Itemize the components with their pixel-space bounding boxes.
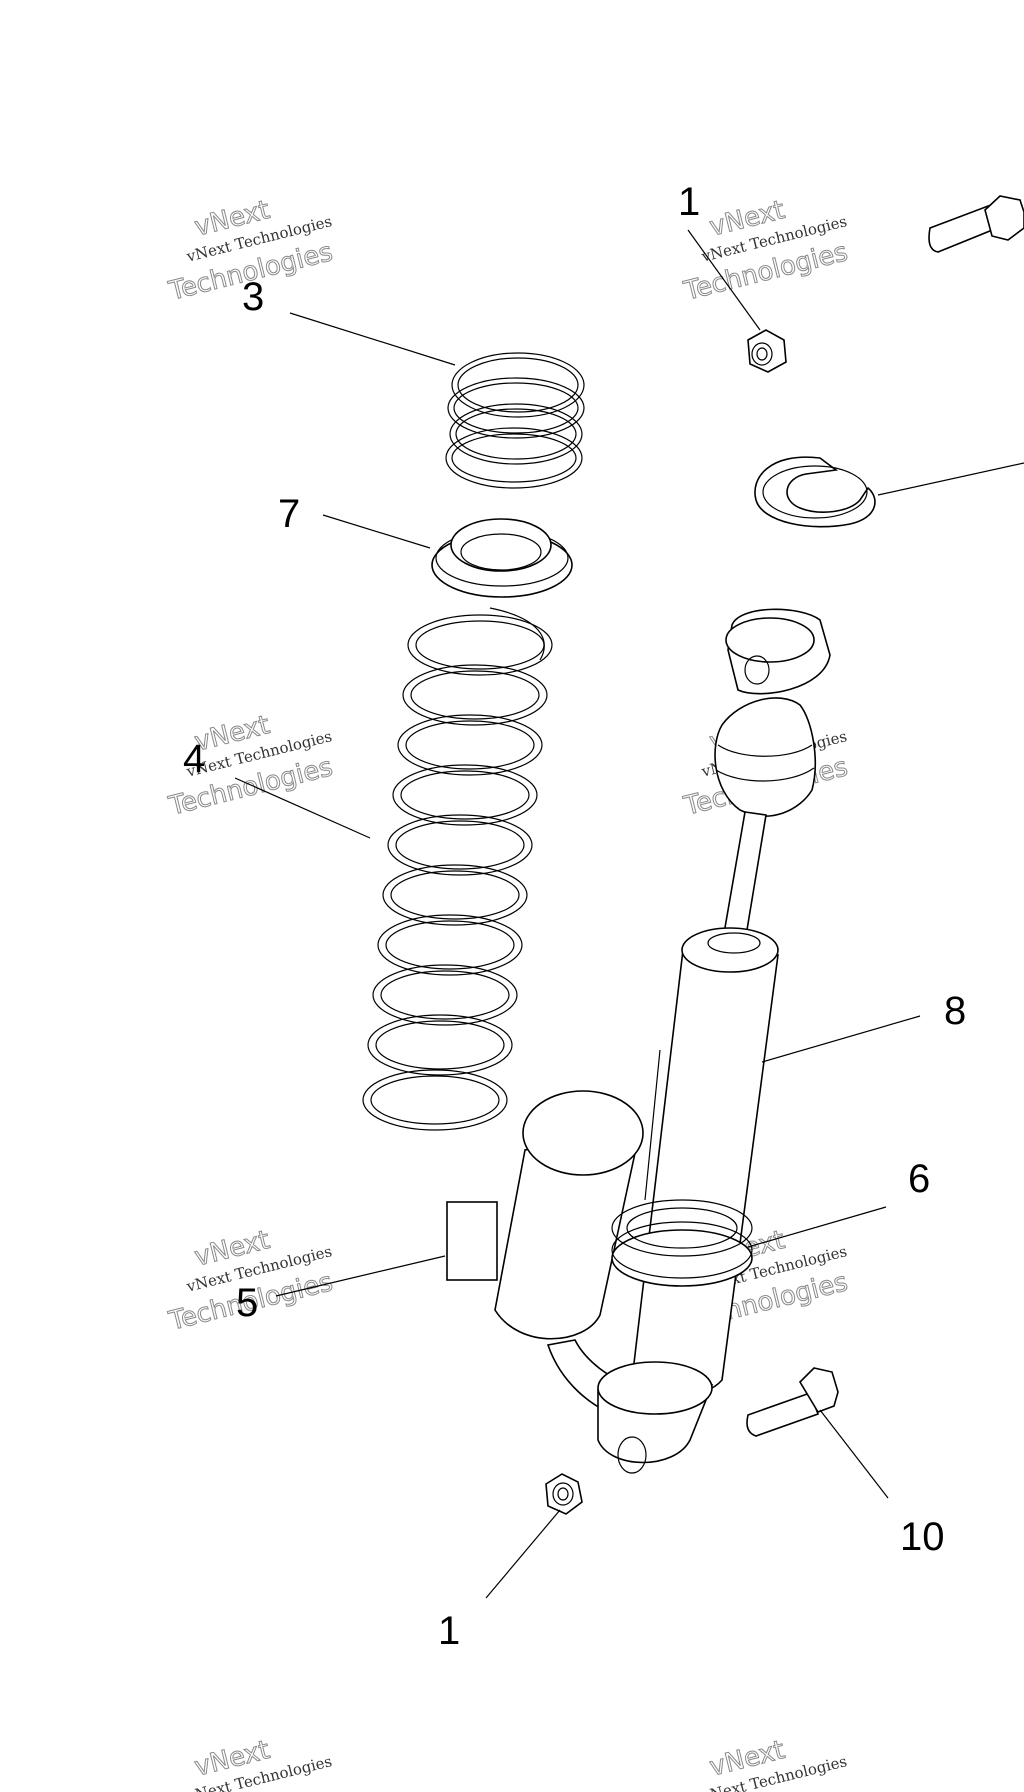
top-nut-part [747, 329, 787, 373]
top-bolt-part [928, 195, 1024, 253]
callout-1-top: 1 [678, 180, 700, 224]
leader-lines [234, 229, 1024, 1599]
shock-absorber-part-8 [597, 608, 831, 1474]
callout-10: 10 [900, 1515, 945, 1559]
reservoir-part-5 [446, 1090, 644, 1421]
collar-part-6 [611, 1199, 753, 1287]
callout-4: 4 [183, 737, 205, 781]
callout-3: 3 [242, 275, 264, 319]
coil-seat-part-3 [445, 352, 585, 489]
callout-8: 8 [944, 989, 966, 1033]
bottom-nut-part [545, 1473, 583, 1515]
spring-retainer-part-7 [431, 518, 573, 598]
bottom-bolt-part-10 [746, 1367, 839, 1437]
watermark-bottom-right: vNext vNext Technologies [699, 1735, 849, 1792]
watermark-mid-left: vNext vNext Technologies Technologies [165, 710, 336, 823]
split-collar-part [754, 456, 876, 528]
callout-1-bottom: 1 [438, 1609, 460, 1653]
callout-5: 5 [236, 1281, 258, 1325]
callout-6: 6 [908, 1157, 930, 1201]
watermark-top-right: vNext vNext Technologies Technologies [680, 195, 851, 308]
callout-7: 7 [278, 492, 300, 536]
watermark-bottom-left: vNext vNext Technologies [184, 1735, 334, 1792]
coil-spring-part-4 [362, 607, 553, 1131]
